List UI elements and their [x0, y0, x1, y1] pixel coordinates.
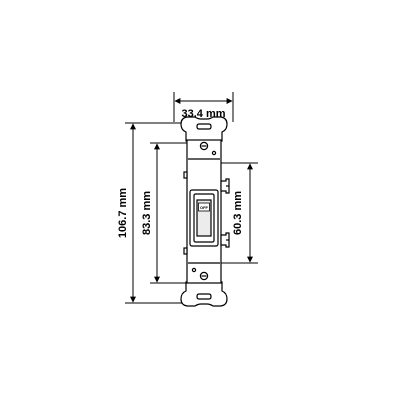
toggle-lever-label: OFF — [200, 205, 209, 210]
overall-height-label: 106.7 mm — [117, 188, 129, 238]
top-rivet — [211, 150, 217, 156]
left-tab-upper — [183, 171, 188, 179]
toggle-lever-label-plate — [198, 202, 210, 212]
switch-device — [180, 116, 230, 307]
bottom-mounting-slot — [196, 293, 212, 300]
bottom-rivet — [191, 267, 197, 273]
terminal-spacing-dimension: 60.3 mm — [214, 162, 258, 264]
top-mounting-slot — [196, 123, 212, 130]
upper-terminal-screw — [220, 178, 230, 194]
lower-terminal-screw — [220, 232, 230, 248]
strap-height-label: 83.3 mm — [141, 191, 153, 235]
overall-height-dimension: 106.7 mm — [117, 122, 193, 304]
terminal-spacing-label: 60.3 mm — [232, 191, 244, 235]
strap-height-dimension: 83.3 mm — [141, 142, 192, 284]
left-tab-lower — [183, 247, 188, 255]
